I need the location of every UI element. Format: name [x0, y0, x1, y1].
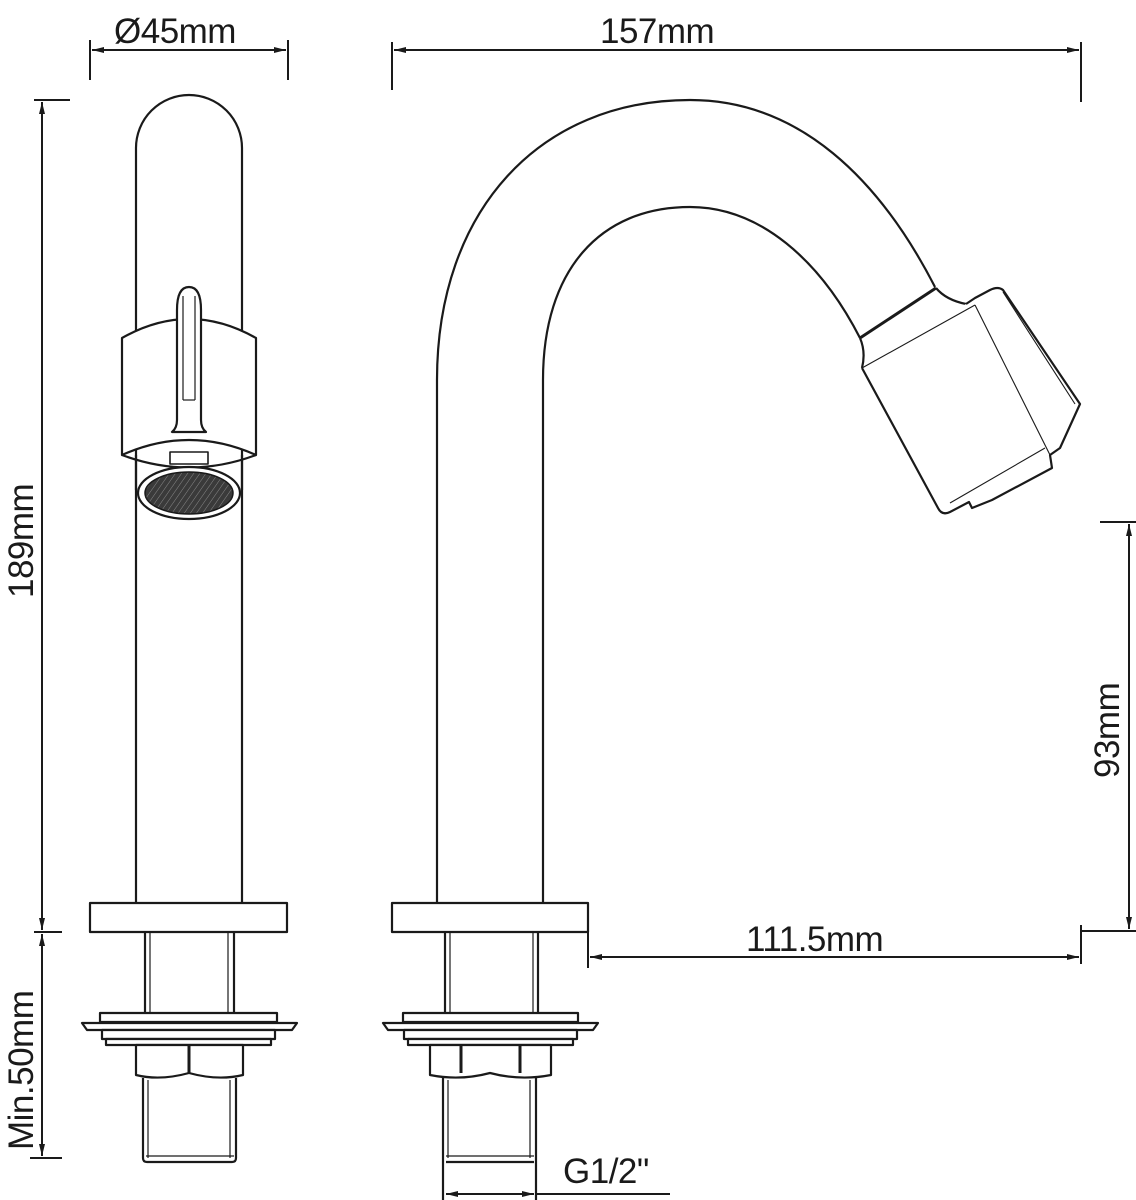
- dim-diameter: [89, 40, 289, 80]
- dim-projection: [587, 925, 1082, 968]
- front-view: [80, 93, 299, 1164]
- dim-label-total-height: 189mm: [2, 483, 41, 598]
- dim-label-outlet-height: 93mm: [1088, 682, 1127, 778]
- dim-total-width: [391, 42, 1082, 102]
- spout-inner: [541, 205, 861, 903]
- dim-label-diameter: Ø45mm: [114, 12, 236, 51]
- dim-label-projection: 111.5mm: [746, 920, 884, 959]
- front-body-tube: [134, 93, 244, 903]
- dim-label-thread: G1/2": [563, 1152, 649, 1191]
- front-base-flange: [88, 901, 289, 934]
- lever-handle-icon: [170, 285, 208, 434]
- dim-label-total-width: 157mm: [600, 12, 715, 51]
- side-view: [381, 98, 1082, 1200]
- dim-label-min-thread: Min.50mm: [2, 990, 41, 1150]
- dim-total-height: [34, 99, 70, 933]
- dim-min-thread: [30, 934, 62, 1159]
- spout-outer: [435, 98, 936, 903]
- side-base-flange: [390, 901, 590, 934]
- dim-outlet-height: [1082, 521, 1136, 932]
- aerator-head: [861, 286, 1082, 515]
